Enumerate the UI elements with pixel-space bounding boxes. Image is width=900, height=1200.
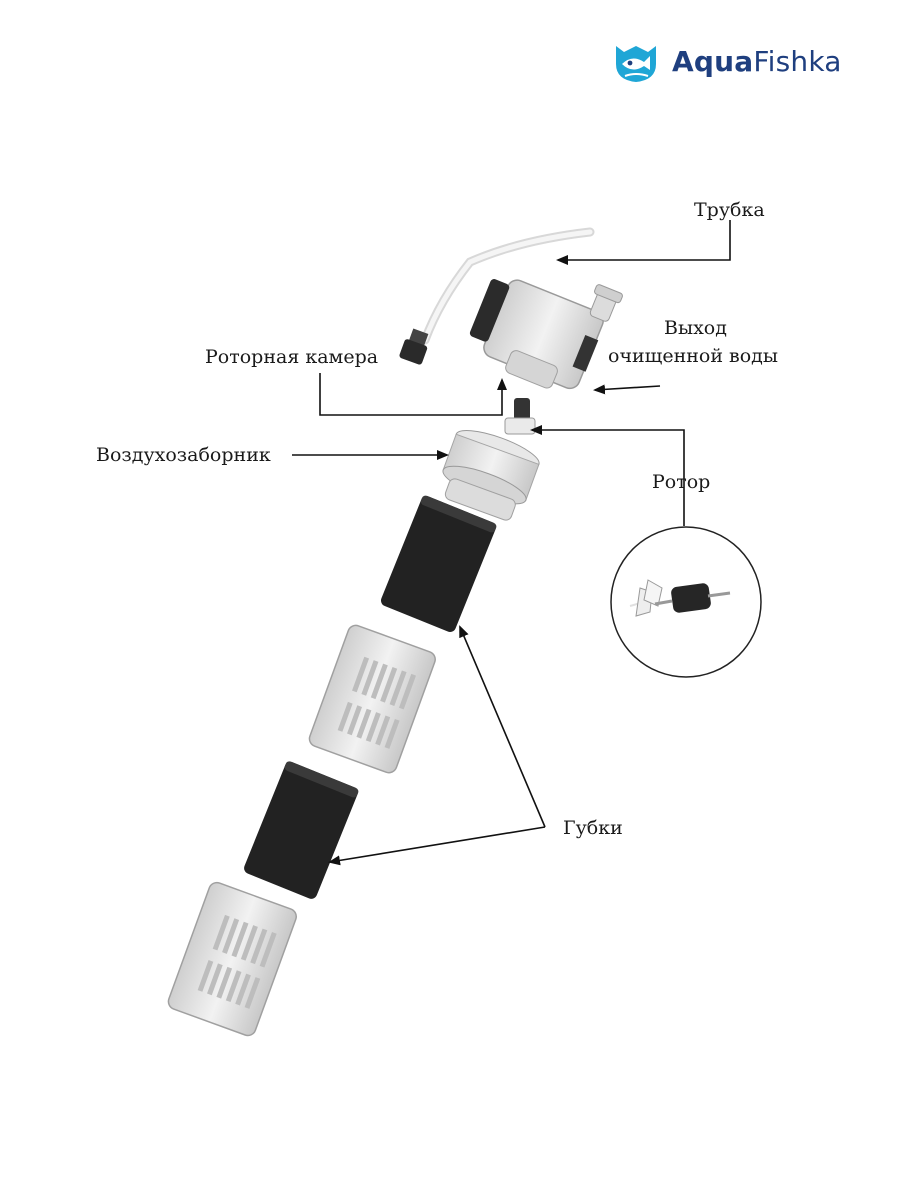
filter-cage-1 [308,624,436,774]
label-tube: Трубка [694,199,765,221]
pump-head [469,279,623,390]
rotor-part [504,398,536,435]
tube [420,227,595,345]
brand-name-part1: Aqua [672,44,754,78]
leader-tube [556,220,731,265]
leader-rotor [530,425,685,526]
leader-outlet [593,384,661,395]
label-outlet-line1: Выход [664,317,727,339]
fish-icon [616,46,656,82]
leader-sponges-2 [328,826,546,866]
label-sponges: Губки [563,817,623,839]
rotor-detail-circle [610,526,762,678]
leader-lines [292,220,731,866]
leader-rotor-chamber [319,373,507,416]
label-rotor-chamber: Роторная камера [205,346,379,368]
filter-cage-2 [167,881,297,1037]
air-intake [442,430,540,521]
leader-sponges [459,625,546,828]
brand-name-part2: Fishka [753,44,842,78]
label-air-intake: Воздухозаборник [96,444,271,466]
label-outlet-line2: очищенной воды [608,345,778,367]
brand-logo: AquaFishka [610,38,842,84]
label-rotor: Ротор [652,471,711,493]
rotor-detail [629,579,731,617]
sponge-1 [380,495,497,632]
sponge-2 [244,761,359,899]
brand-name: AquaFishka [672,45,842,78]
tube-connector [399,328,429,365]
